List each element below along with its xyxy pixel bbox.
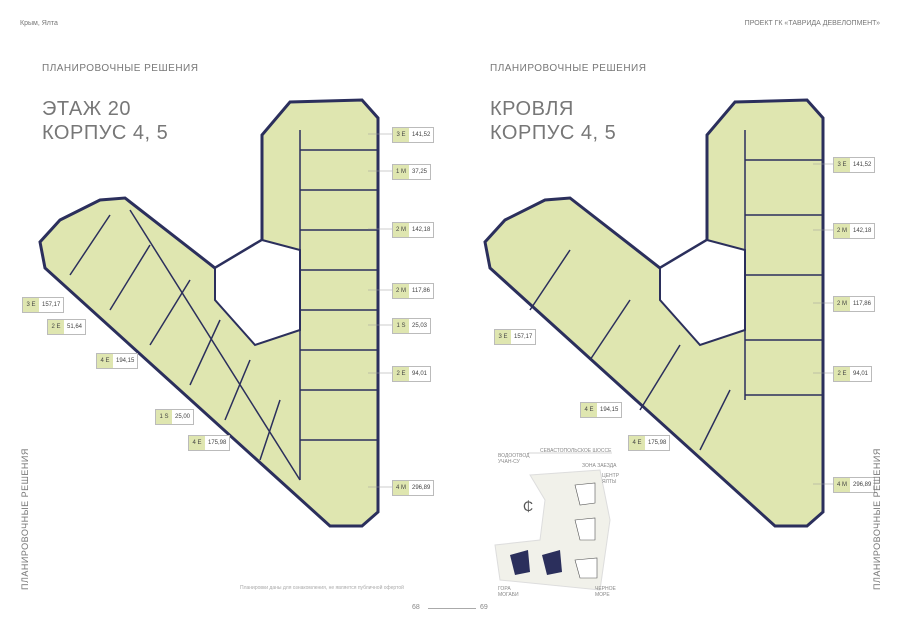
floor-title: ЭТАЖ 20 bbox=[42, 98, 132, 120]
unit-area: 94,01 bbox=[409, 367, 431, 381]
unit-type: 4 М bbox=[834, 478, 850, 492]
right-subtitle: ПЛАНИРОВОЧНЫЕ РЕШЕНИЯ bbox=[490, 63, 647, 74]
unit-area: 296,89 bbox=[850, 478, 875, 492]
page-number-left: 68 bbox=[412, 604, 420, 611]
unit-area: 51,64 bbox=[64, 320, 86, 334]
unit-type: 4 Е bbox=[629, 436, 645, 450]
unit-area: 141,52 bbox=[409, 128, 434, 142]
unit-type: 3 Е bbox=[834, 158, 850, 172]
unit-area: 117,86 bbox=[850, 297, 874, 311]
unit-type: 2 Е bbox=[48, 320, 64, 334]
disclaimer: Планировки даны для ознакомления, не явл… bbox=[240, 585, 404, 591]
entry-zone-label: ЗОНА ЗАЕЗДА bbox=[582, 463, 617, 469]
unit-type: 2 Е bbox=[393, 367, 409, 381]
page-number-right: 69 bbox=[480, 604, 488, 611]
unit-type: 1 М bbox=[393, 165, 409, 179]
page-divider bbox=[428, 608, 476, 609]
mountain-line1: ГОРА bbox=[498, 586, 511, 592]
site-map bbox=[494, 452, 612, 591]
unit-type: 3 Е bbox=[23, 298, 39, 312]
project-label: ПРОЕКТ ГК «ТАВРИДА ДЕВЕЛОПМЕНТ» bbox=[744, 20, 880, 27]
left-subtitle: ПЛАНИРОВОЧНЫЕ РЕШЕНИЯ bbox=[42, 63, 199, 74]
center-line2: ЯЛТЫ bbox=[602, 479, 617, 485]
unit-area: 141,52 bbox=[850, 158, 875, 172]
unit-type: 2 М bbox=[834, 224, 850, 238]
left-side-label: ПЛАНИРОВОЧНЫЕ РЕШЕНИЯ bbox=[20, 448, 30, 590]
unit-area: 25,00 bbox=[172, 410, 194, 424]
unit-type: 4 Е bbox=[97, 354, 113, 368]
unit-area: 194,15 bbox=[113, 354, 138, 368]
right-title: КРОВЛЯ КОРПУС 4, 5 bbox=[490, 97, 616, 145]
road-label: СЕВАСТОПОЛЬСКОЕ ШОССЕ bbox=[540, 448, 612, 454]
location-label: Крым, Ялта bbox=[20, 20, 58, 27]
unit-area: 117,86 bbox=[409, 284, 433, 298]
floor-plan-20 bbox=[38, 98, 380, 528]
unit-area: 296,89 bbox=[409, 481, 434, 495]
vodootvod-line1: ВОДООТВОД bbox=[498, 453, 530, 459]
unit-type: 3 Е bbox=[393, 128, 409, 142]
unit-area: 25,03 bbox=[409, 319, 431, 333]
unit-type: 4 М bbox=[393, 481, 409, 495]
unit-type: 2 М bbox=[393, 223, 409, 237]
unit-type: 1 S bbox=[393, 319, 409, 333]
sea-line1: ЧЕРНОЕ bbox=[595, 586, 616, 592]
unit-area: 142,18 bbox=[409, 223, 434, 237]
vodootvod-line2: УЧАН-СУ bbox=[498, 459, 520, 465]
unit-type: 2 Е bbox=[834, 367, 850, 381]
unit-area: 142,18 bbox=[850, 224, 875, 238]
unit-type: 1 S bbox=[156, 410, 172, 424]
building-title: КОРПУС 4, 5 bbox=[490, 122, 617, 144]
unit-type: 4 Е bbox=[189, 436, 205, 450]
sea-line2: МОРЕ bbox=[595, 592, 610, 598]
unit-area: 37,25 bbox=[409, 165, 431, 179]
roof-plan bbox=[483, 98, 825, 528]
unit-area: 194,15 bbox=[597, 403, 622, 417]
building-title: КОРПУС 4, 5 bbox=[42, 122, 169, 144]
right-side-label: ПЛАНИРОВОЧНЫЕ РЕШЕНИЯ bbox=[872, 448, 882, 590]
center-line1: ЦЕНТР bbox=[602, 473, 620, 479]
leader-lines bbox=[368, 133, 833, 488]
unit-area: 157,17 bbox=[511, 330, 536, 344]
unit-area: 175,98 bbox=[645, 436, 670, 450]
unit-type: 2 М bbox=[393, 284, 409, 298]
unit-type: 4 Е bbox=[581, 403, 597, 417]
mountain-line2: МОГАБИ bbox=[498, 592, 519, 598]
unit-area: 175,98 bbox=[205, 436, 230, 450]
roof-title: КРОВЛЯ bbox=[490, 98, 574, 120]
unit-area: 157,17 bbox=[39, 298, 64, 312]
unit-type: 3 Е bbox=[495, 330, 511, 344]
unit-area: 94,01 bbox=[850, 367, 872, 381]
left-title: ЭТАЖ 20 КОРПУС 4, 5 bbox=[42, 97, 168, 145]
unit-type: 2 М bbox=[834, 297, 850, 311]
compass-icon: ₵ bbox=[523, 498, 534, 514]
